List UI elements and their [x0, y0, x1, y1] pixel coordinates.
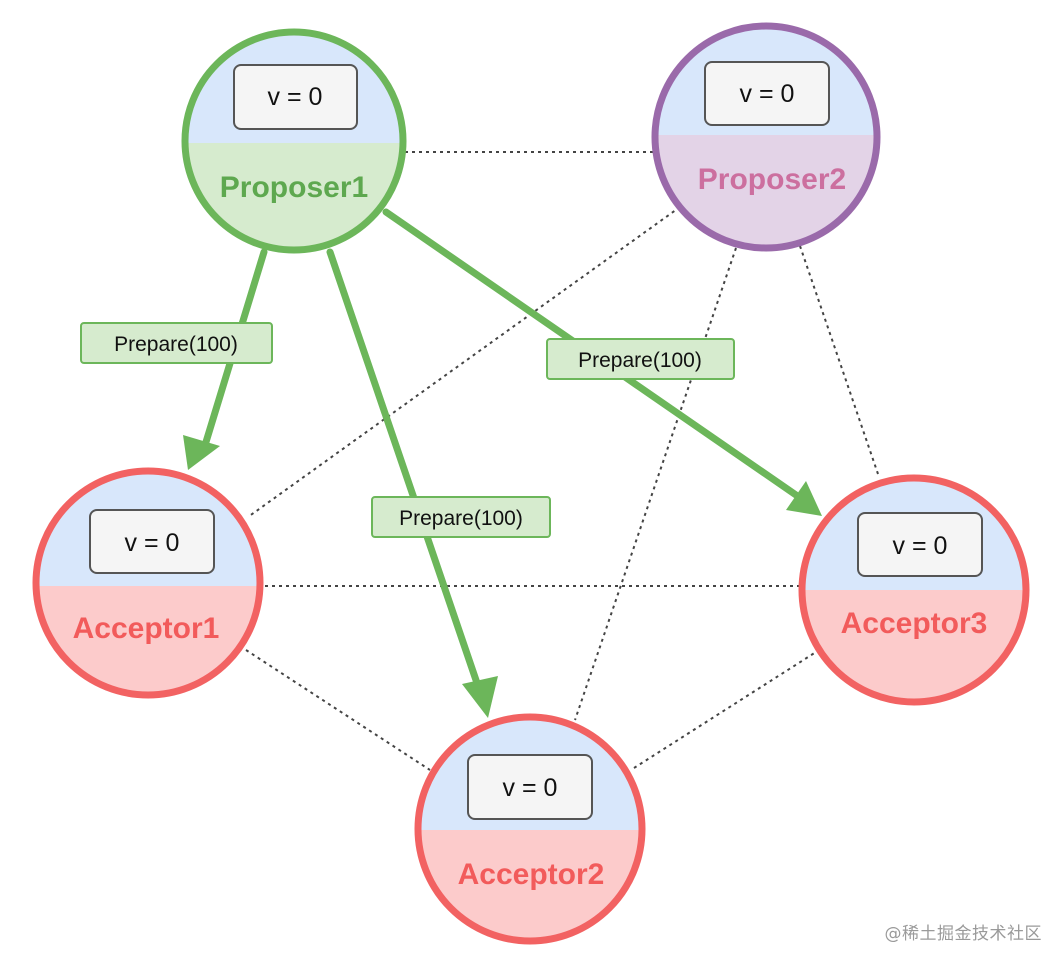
value-box [89, 509, 215, 574]
value-box [233, 64, 358, 130]
value-label: v = 0 [268, 83, 323, 111]
network-links [245, 151, 879, 771]
value-label: v = 0 [503, 774, 558, 802]
node-name: Acceptor1 [73, 612, 220, 645]
node-name: Acceptor3 [841, 607, 988, 640]
arrow-head [462, 676, 498, 718]
message-label-to-acceptor3: Prepare(100) [546, 338, 735, 380]
message-box [546, 338, 735, 380]
message-label-to-acceptor2: Prepare(100) [371, 496, 551, 538]
node-border [798, 474, 1030, 706]
node-acceptor3: v = 0 Acceptor3 [798, 474, 1030, 706]
node-name: Acceptor2 [458, 858, 605, 891]
arrow-head [183, 435, 220, 470]
message-box [371, 496, 551, 538]
value-box [704, 61, 830, 126]
link-proposer2-acceptor2 [574, 247, 737, 721]
node-border [414, 713, 646, 945]
value-label: v = 0 [125, 529, 180, 557]
message-text: Prepare(100) [114, 333, 238, 356]
node-border [32, 467, 264, 699]
node-proposer2: v = 0 Proposer2 [651, 22, 881, 252]
value-label: v = 0 [893, 532, 948, 560]
message-text: Prepare(100) [399, 507, 523, 530]
arrow-to-acceptor2 [326, 248, 498, 718]
node-acceptor2: v = 0 Acceptor2 [414, 713, 646, 945]
link-acceptor2-acceptor3 [633, 651, 817, 769]
prepare-arrows [183, 208, 822, 718]
message-text: Prepare(100) [578, 349, 702, 372]
link-proposer2-acceptor3 [799, 245, 879, 475]
node-border [651, 22, 881, 252]
node-acceptor1: v = 0 Acceptor1 [32, 467, 264, 699]
message-label-to-acceptor1: Prepare(100) [80, 322, 273, 364]
arrow-shaft [326, 248, 482, 690]
watermark: @稀土掘金技术社区 [884, 924, 1042, 944]
value-box [467, 754, 593, 820]
link-acceptor1-acceptor2 [245, 649, 431, 771]
node-name: Proposer1 [220, 171, 368, 204]
arrow-head [786, 481, 822, 516]
message-box [80, 322, 273, 364]
node-border [181, 28, 407, 254]
value-box [857, 512, 983, 577]
node-name: Proposer2 [698, 163, 846, 196]
link-proposer2-acceptor1 [247, 206, 681, 518]
value-label: v = 0 [740, 80, 795, 108]
node-proposer1: v = 0 Proposer1 [181, 28, 407, 254]
